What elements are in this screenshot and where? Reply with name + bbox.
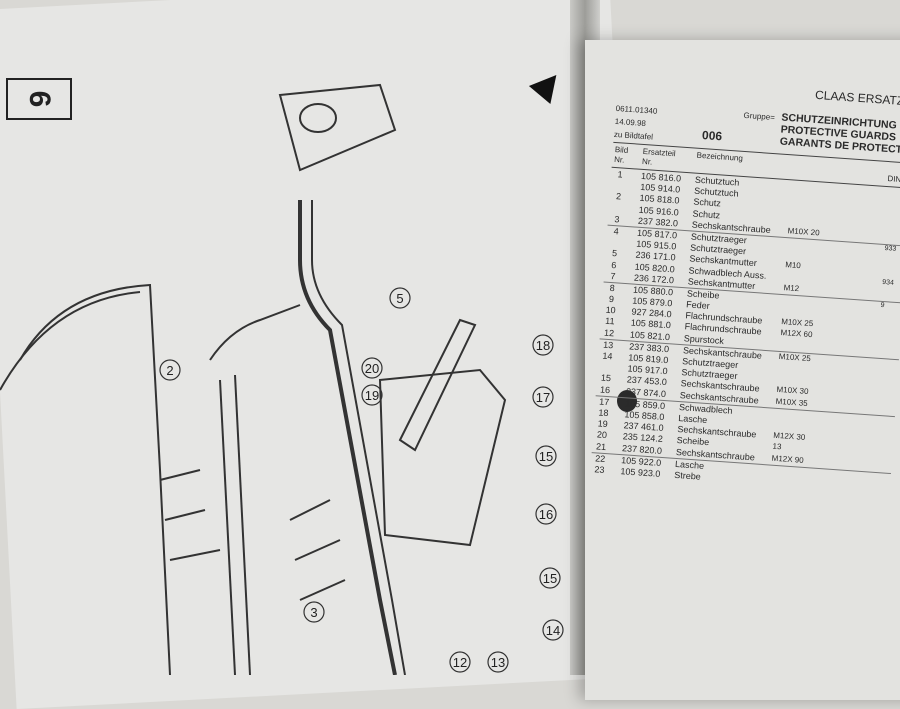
cell-bild xyxy=(613,180,627,181)
cell-description: Schutz xyxy=(692,208,721,221)
plate-number: 006 xyxy=(701,128,723,144)
cell-bild: 18 xyxy=(598,407,609,419)
cell-bild: 8 xyxy=(609,282,616,294)
cell-description: Strebe xyxy=(673,469,702,482)
cell-norm: M12X 30 xyxy=(772,430,806,443)
cell-bild: 15 xyxy=(600,372,612,384)
cell-bild: 3 xyxy=(614,213,620,225)
col-din: DIN xyxy=(887,174,900,184)
callout: 20 xyxy=(365,361,379,376)
cell-bild: 20 xyxy=(596,429,608,441)
cell-description: Lasche xyxy=(674,458,705,471)
cell-norm: M10X 35 xyxy=(775,396,808,408)
cell-norm: M12X 90 xyxy=(771,453,805,465)
col-desc: Bezeichnung xyxy=(696,150,744,163)
callout: 19 xyxy=(365,388,379,403)
cell-norm: 13 xyxy=(772,442,782,452)
cell-description: Scheibe xyxy=(676,435,710,448)
callout: 3 xyxy=(310,605,317,620)
cell-bild: 1 xyxy=(617,169,623,180)
cell-norm: M10 xyxy=(784,260,802,271)
cell-norm: M10X 30 xyxy=(776,385,809,397)
cell-bild: 4 xyxy=(613,226,620,237)
exploded-view-drawing: 2 5 20 19 18 17 15 16 15 14 3 12 13 xyxy=(0,83,564,675)
cell-din: 934 xyxy=(882,278,895,287)
cell-bild xyxy=(611,202,625,203)
callout: 14 xyxy=(546,623,560,638)
cell-bild: 19 xyxy=(597,418,609,430)
cell-bild: 10 xyxy=(605,304,616,316)
cell-description: Feder xyxy=(685,299,711,312)
cell-bild: 6 xyxy=(610,259,617,270)
right-page-parts-list xyxy=(585,40,900,700)
cell-norm: M10X 20 xyxy=(787,225,820,238)
cell-part-number: 105 923.0 xyxy=(620,466,661,479)
col-part: Ersatzteil Nr. xyxy=(641,146,676,167)
punch-hole xyxy=(617,390,637,412)
col-bild: Bild Nr. xyxy=(613,144,629,165)
cell-din: 933 xyxy=(884,244,897,253)
callout: 13 xyxy=(491,655,505,670)
callout: 17 xyxy=(536,390,550,405)
doc-meta: 0611.01340 14.09.98 zu Bildtafel xyxy=(613,102,658,144)
cell-bild: 22 xyxy=(594,453,606,464)
cell-description: Schutz xyxy=(693,196,722,209)
callout: 15 xyxy=(539,449,553,464)
callout: 12 xyxy=(453,655,467,670)
cell-bild: 13 xyxy=(602,339,614,351)
cell-bild: 7 xyxy=(610,270,616,281)
cell-bild: 5 xyxy=(611,248,618,259)
callout: 5 xyxy=(396,291,403,306)
callout: 2 xyxy=(166,363,173,378)
cell-norm: M12 xyxy=(783,282,800,293)
cell-bild: 23 xyxy=(594,464,605,475)
cell-bild: 14 xyxy=(602,350,613,362)
cell-norm: M12X 60 xyxy=(780,328,813,340)
cell-bild: 17 xyxy=(598,396,610,407)
cell-description: Lasche xyxy=(677,412,708,425)
cell-norm: M10X 25 xyxy=(778,351,812,363)
callout: 15 xyxy=(543,571,557,586)
callout: 16 xyxy=(539,507,553,522)
cell-description: Scheibe xyxy=(686,288,720,301)
callout: 18 xyxy=(536,338,550,353)
cell-din: 9 xyxy=(880,301,885,310)
cell-bild: 12 xyxy=(603,327,615,338)
cell-bild: 16 xyxy=(599,384,611,395)
cell-bild: 9 xyxy=(608,293,615,305)
cell-bild xyxy=(600,362,614,363)
cell-bild xyxy=(609,237,623,238)
cell-norm: M10X 25 xyxy=(780,317,814,329)
cell-bild: 2 xyxy=(615,191,622,202)
cell-bild: 11 xyxy=(604,316,615,327)
cell-bild: 21 xyxy=(595,440,607,452)
